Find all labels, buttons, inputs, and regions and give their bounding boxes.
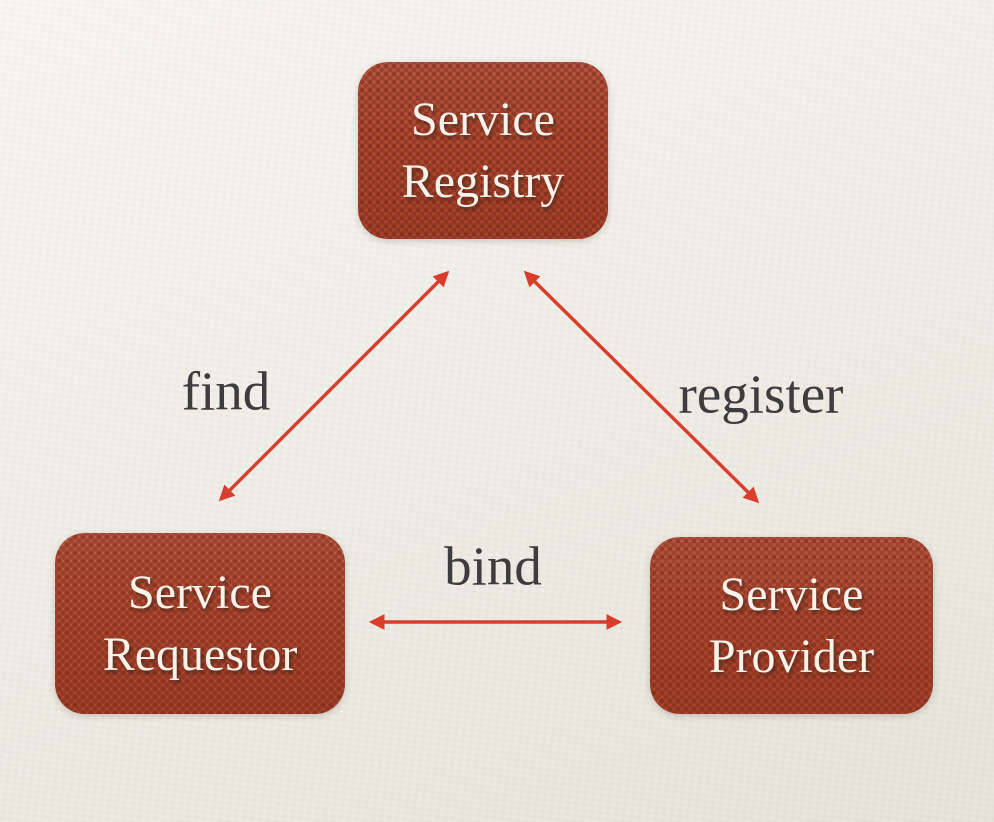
node-label-line: Service xyxy=(719,568,864,622)
find-arrow xyxy=(218,270,450,502)
edge-label-bind: bind xyxy=(444,535,542,597)
edge-label-register: register xyxy=(678,363,844,425)
node-label-line: Service xyxy=(411,93,555,147)
node-label-line: Requestor xyxy=(102,627,298,681)
node-service-requestor: Service Requestor xyxy=(55,533,345,714)
node-service-provider: Service Provider xyxy=(650,537,933,714)
node-label-line: Registry xyxy=(401,154,565,208)
node-service-registry: Service Registry xyxy=(358,62,608,239)
register-arrow xyxy=(523,270,760,504)
node-label-line: Service xyxy=(128,566,272,620)
edge-label-find: find xyxy=(181,360,271,422)
node-label-line: Provider xyxy=(708,629,875,683)
